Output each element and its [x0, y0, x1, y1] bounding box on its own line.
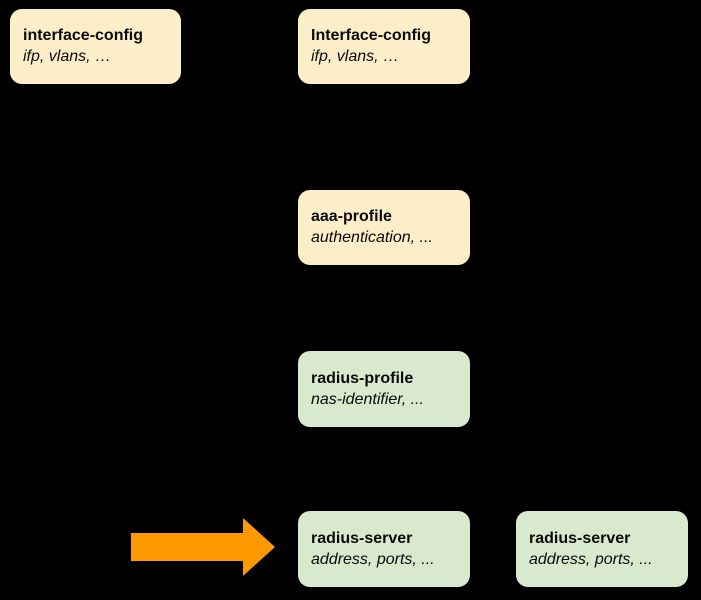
node-subtitle: address, ports, ... — [311, 550, 435, 568]
node-subtitle: address, ports, ... — [529, 550, 653, 568]
node-subtitle: authentication, ... — [311, 229, 433, 246]
node-radius-server-right[interactable]: radius-server address, ports, ... — [516, 511, 688, 587]
node-title: radius-server — [529, 529, 631, 547]
node-subtitle: ifp, vlans, … — [23, 48, 112, 65]
node-radius-server-left[interactable]: radius-server address, ports, ... — [298, 511, 470, 587]
node-interface-config-right[interactable]: Interface-config ifp, vlans, … — [298, 9, 470, 84]
right-arrow-icon — [131, 518, 275, 576]
node-subtitle: ifp, vlans, … — [311, 48, 400, 65]
node-title: aaa-profile — [311, 208, 392, 225]
node-title: radius-profile — [311, 369, 414, 387]
node-title: Interface-config — [311, 27, 432, 44]
node-title: interface-config — [23, 27, 144, 44]
node-subtitle: nas-identifier, ... — [311, 390, 424, 408]
node-interface-config-left[interactable]: interface-config ifp, vlans, … — [10, 9, 181, 84]
node-aaa-profile[interactable]: aaa-profile authentication, ... — [298, 190, 470, 265]
node-radius-profile[interactable]: radius-profile nas-identifier, ... — [298, 351, 470, 427]
node-title: radius-server — [311, 529, 413, 547]
